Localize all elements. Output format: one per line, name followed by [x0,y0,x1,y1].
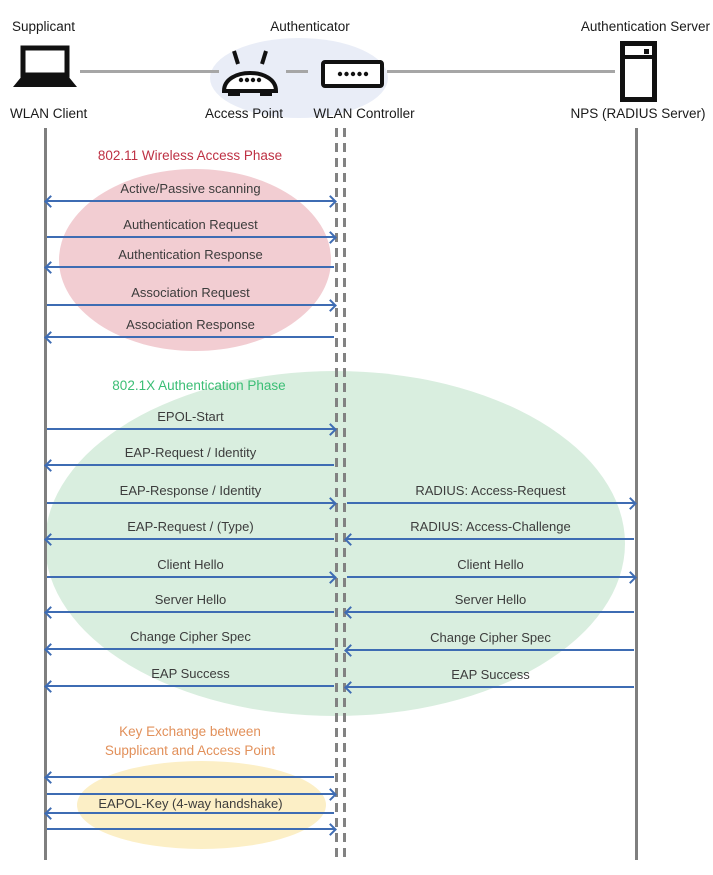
phase-title-authentication: 802.1X Authentication Phase [112,378,286,393]
message-label: Change Cipher Spec [130,629,251,644]
message-label: Client Hello [457,557,524,572]
message-arrow [44,458,334,472]
phase-title-key-exchange: Key Exchange between Supplicant and Acce… [63,722,317,760]
client-to-ap-link [80,70,219,73]
wireless-access-phase-bubble [59,169,331,351]
message-arrow [47,298,337,312]
message-arrow [44,260,334,274]
message-arrow [44,806,334,820]
message-arrow [47,787,337,801]
message-label: RADIUS: Access-Challenge [410,519,571,534]
message-label: Association Response [126,317,255,332]
message-label: EAPOL-Key (4-way handshake) [98,796,283,811]
message-arrow [44,605,334,619]
message-arrow [47,570,337,584]
supplicant-role-label: Supplicant [12,19,76,34]
message-arrow [44,330,334,344]
message-arrow [47,822,337,836]
message-arrow [44,642,334,656]
wlan-client-lifeline [44,128,47,860]
message-arrow [47,496,337,510]
message-label: EAP-Request / Identity [124,445,257,460]
message-arrow [344,680,634,694]
message-label: EAP-Request / (Type) [127,519,254,534]
server-icon [620,41,657,102]
laptop-icon [13,45,77,87]
message-label: Authentication Response [118,247,263,262]
phase-title-key-exchange-line1: Key Exchange between [119,724,261,739]
nps-server-label: NPS (RADIUS Server) [570,106,706,121]
phase-title-wireless-access: 802.11 Wireless Access Phase [97,148,283,163]
message-arrow [47,230,337,244]
message-label: Client Hello [157,557,224,572]
wlan-controller-icon [321,60,384,88]
message-arrow [44,679,334,693]
controller-lifeline-left [335,128,338,860]
message-arrow [347,496,637,510]
wlan-client-label: WLAN Client [10,106,88,121]
message-label: Association Request [131,285,250,300]
ap-to-controller-link [286,70,308,73]
auth-server-role-label: Authentication Server [580,19,710,34]
key-exchange-phase-bubble [77,761,326,849]
message-label: RADIUS: Access-Request [415,483,566,498]
controller-lifeline-right [343,128,346,860]
nps-server-lifeline [635,128,638,860]
message-arrow [44,194,337,208]
message-label: Server Hello [154,592,227,607]
message-arrow [44,770,334,784]
message-arrow [44,532,334,546]
message-label: EAP-Response / Identity [119,483,262,498]
controller-to-server-link [387,70,615,73]
message-arrow [47,422,337,436]
message-label: EAP Success [451,667,530,682]
message-arrow [344,532,634,546]
message-arrow [347,570,637,584]
message-label: Change Cipher Spec [430,630,551,645]
access-point-icon [221,50,279,96]
phase-title-key-exchange-line2: Supplicant and Access Point [104,743,276,758]
message-arrow [344,643,634,657]
message-arrow [344,605,634,619]
message-label: Authentication Request [123,217,258,232]
message-label: Active/Passive scanning [120,181,261,196]
message-label: Server Hello [454,592,527,607]
wlan-controller-label: WLAN Controller [313,106,415,121]
message-label: EAP Success [151,666,230,681]
message-label: EPOL-Start [157,409,224,424]
authenticator-role-label: Authenticator [270,19,350,34]
access-point-label: Access Point [204,106,284,121]
